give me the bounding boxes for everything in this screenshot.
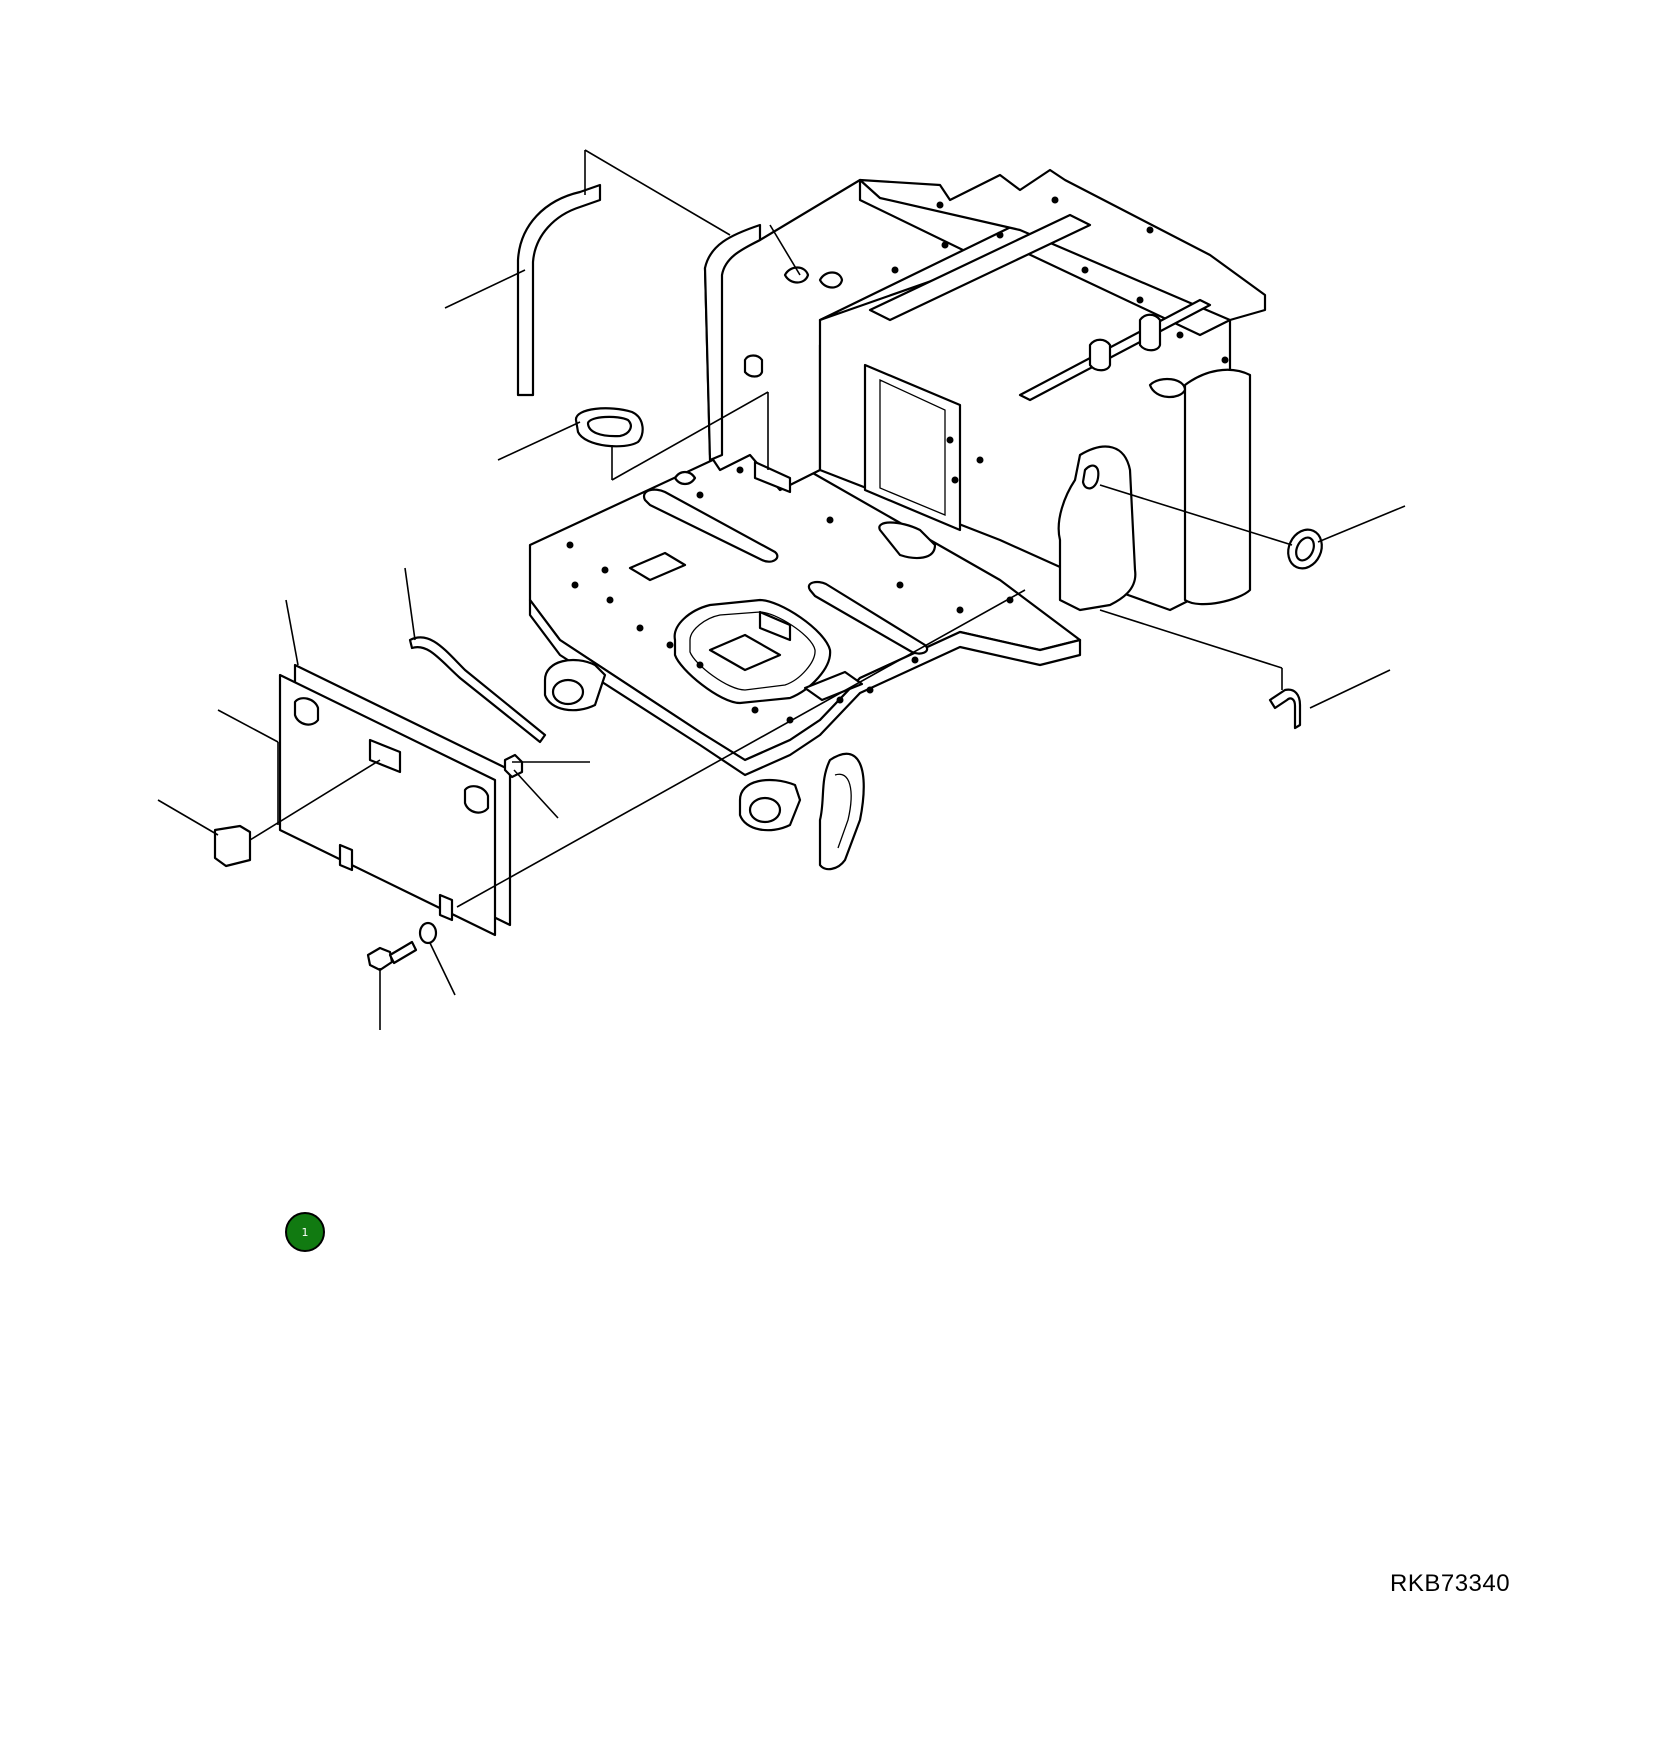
callout-badge-1[interactable]: 1 xyxy=(285,1212,325,1252)
round-grommet xyxy=(1287,528,1323,570)
strip-seal xyxy=(408,636,547,744)
hex-bolt xyxy=(366,940,418,972)
cover-panel xyxy=(278,663,512,937)
washer xyxy=(418,921,438,945)
floor-frame xyxy=(528,168,1267,871)
oval-grommet xyxy=(574,407,644,448)
edge-trim-seal xyxy=(516,183,602,397)
floor-holes xyxy=(566,196,1229,724)
drawing-reference-code: RKB73340 xyxy=(1390,1570,1511,1597)
bent-clip xyxy=(1268,688,1302,730)
callout-number: 1 xyxy=(301,1225,309,1239)
leader-lines xyxy=(157,149,1406,1030)
panel-handle xyxy=(213,824,252,868)
lock-nut xyxy=(503,753,524,779)
